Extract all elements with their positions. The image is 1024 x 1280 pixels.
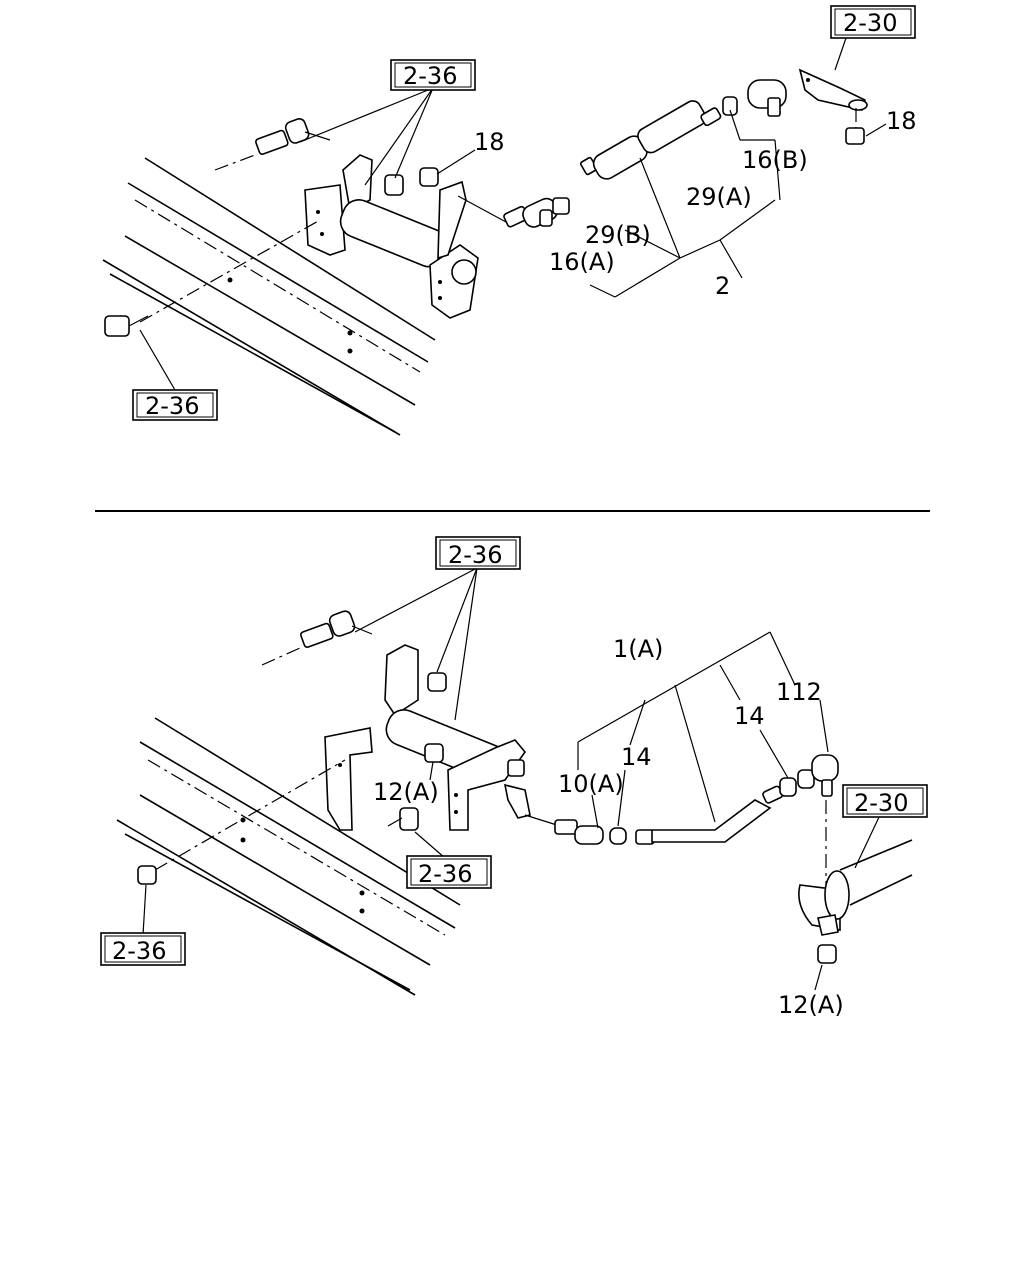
- bottom-left-cable: [261, 610, 373, 666]
- top-label-16a: 16(A): [549, 248, 615, 276]
- bottom-ref-2-36-upper-text: 2-36: [448, 541, 502, 569]
- top-ref-2-30-text: 2-30: [843, 9, 897, 37]
- bottom-label-112: 112: [776, 678, 822, 706]
- bottom-leader-lines: [142, 567, 881, 991]
- top-ref-2-36-upper-text: 2-36: [403, 62, 457, 90]
- bottom-exploded-view: 2-36 2-36 2-36 2-30 1(A) 112 14 14 10(A)…: [100, 536, 928, 1019]
- top-label-18-left: 18: [474, 128, 505, 156]
- top-nut-18-left: [419, 167, 439, 187]
- top-ref-box-2-30: 2-30: [830, 5, 916, 39]
- top-right-bracket: [798, 68, 868, 145]
- bottom-ref-box-2-36-left: 2-36: [100, 932, 186, 966]
- top-leader-lines: [139, 37, 887, 391]
- bottom-label-12a-bottom: 12(A): [778, 991, 844, 1019]
- bottom-label-14-right: 14: [734, 702, 765, 730]
- top-label-2: 2: [715, 272, 730, 300]
- top-label-18-right: 18: [886, 107, 917, 135]
- top-ref-box-2-36-lower: 2-36: [132, 389, 218, 421]
- bottom-cross-shaft: [798, 800, 913, 964]
- bottom-label-1a: 1(A): [613, 635, 663, 663]
- bottom-ref-box-2-36-mid: 2-36: [406, 855, 492, 889]
- bottom-mount-bracket: [324, 644, 531, 831]
- bottom-label-12a-mid: 12(A): [373, 778, 439, 806]
- bottom-ref-box-2-30: 2-30: [842, 784, 928, 818]
- top-label-29b: 29(B): [585, 221, 651, 249]
- bottom-label-10a: 10(A): [558, 770, 624, 798]
- top-control-rod: [457, 79, 787, 228]
- bottom-ref-2-30-text: 2-30: [854, 789, 908, 817]
- top-label-29a: 29(A): [686, 183, 752, 211]
- top-mount-bracket: [304, 154, 479, 319]
- bottom-ref-2-36-left-text: 2-36: [112, 937, 166, 965]
- bottom-long-bolt: [137, 743, 444, 885]
- top-ref-2-36-lower-text: 2-36: [145, 392, 199, 420]
- top-exploded-view: 2-36 2-30 2-36 18 18 16(B) 29(A) 29(B) 1…: [102, 5, 917, 436]
- top-left-cable: [214, 118, 331, 171]
- top-long-bolt: [104, 219, 321, 337]
- bottom-ref-box-2-36-upper: 2-36: [435, 536, 521, 570]
- bottom-control-rod: [524, 754, 839, 845]
- top-frame-rail: [102, 157, 436, 436]
- bottom-label-14-left: 14: [621, 743, 652, 771]
- top-ref-box-2-36-upper: 2-36: [390, 59, 476, 91]
- top-label-16b: 16(B): [742, 146, 808, 174]
- bottom-ref-2-36-mid-text: 2-36: [418, 860, 472, 888]
